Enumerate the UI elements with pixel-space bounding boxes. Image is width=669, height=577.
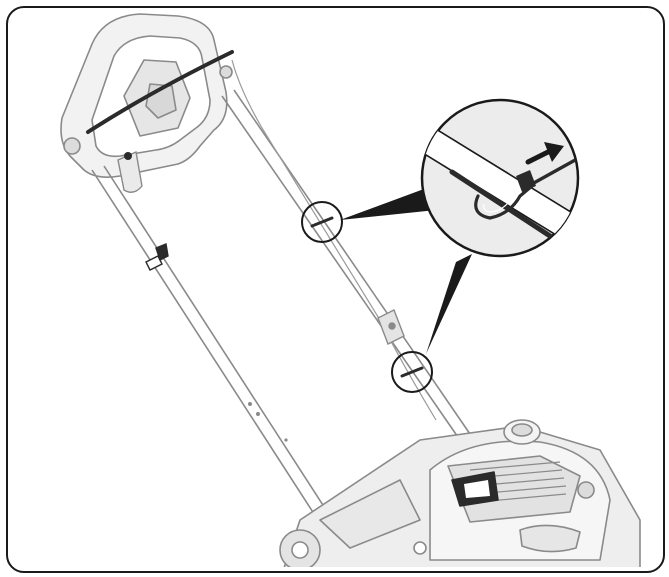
left-handle-tube: [91, 165, 331, 521]
lower-cable-tie-callout: [391, 351, 433, 393]
upper-cable-tie-callout: [301, 201, 343, 243]
left-handle-clamp: [145, 243, 169, 271]
control-cable-top: [86, 50, 234, 134]
handle-grip: [60, 13, 233, 178]
callout-leaders: [340, 186, 472, 354]
bail-lever-knob: [117, 150, 143, 193]
pull-direction-arrow-icon: [525, 142, 564, 165]
left-tube-holes: [248, 402, 288, 442]
right-handle-clamp: [377, 309, 405, 345]
mower-engine: [279, 419, 641, 567]
control-cable-right: [231, 59, 437, 421]
cable-tie-detail-magnifier: [420, 98, 580, 258]
